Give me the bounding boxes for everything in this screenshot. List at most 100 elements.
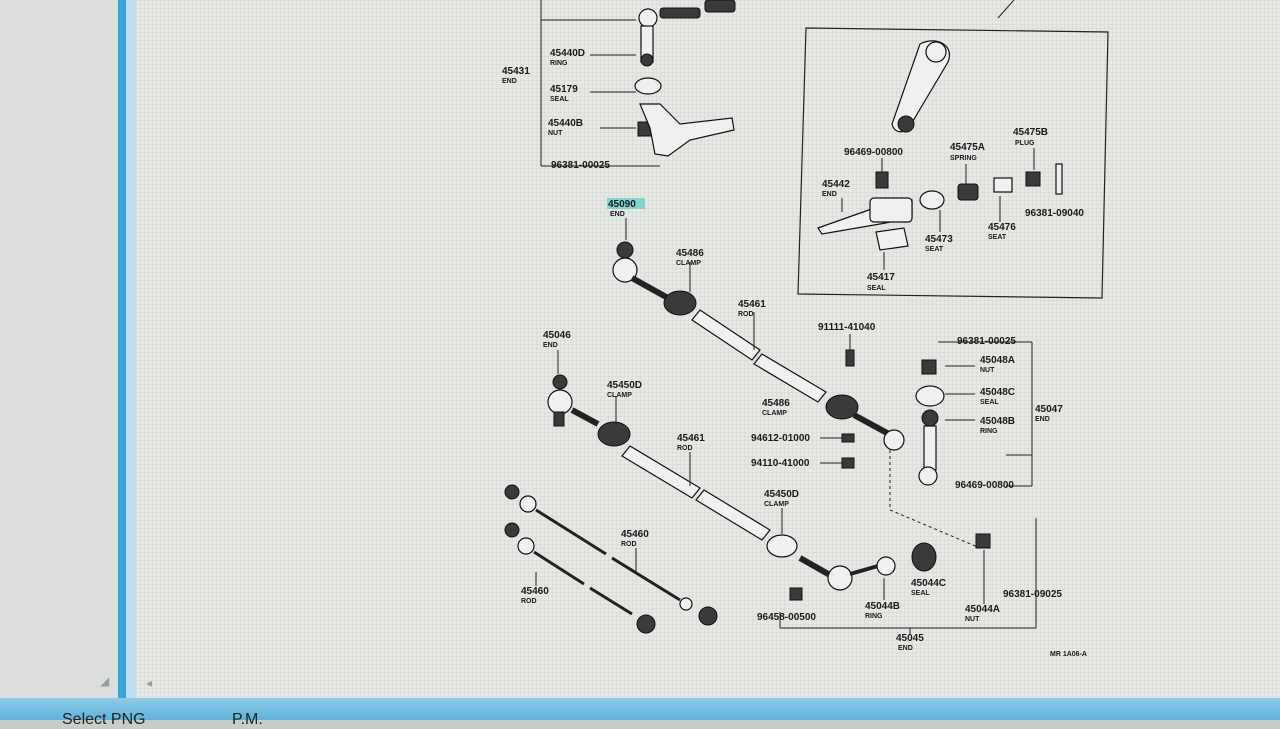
svg-text:45486: 45486: [676, 248, 704, 259]
svg-text:45450D: 45450D: [764, 489, 799, 500]
seat-45473: [919, 190, 945, 210]
svg-text:45475A: 45475A: [950, 142, 985, 153]
ring-45044B: [876, 556, 896, 576]
svg-text:45473: 45473: [925, 234, 953, 245]
cotter-inset: [875, 171, 889, 189]
svg-text:91111-41040: 91111-41040: [818, 322, 876, 333]
rod-end-part: [659, 7, 701, 19]
scroll-down-arrow-icon[interactable]: ◢: [100, 674, 110, 688]
svg-text:96381-09040: 96381-09040: [1025, 208, 1084, 219]
rod-upper-a: [691, 309, 761, 361]
panel-divider[interactable]: [118, 0, 126, 700]
label-94110-41000: 94110-41000: [751, 458, 810, 469]
svg-text:94612-01000: 94612-01000: [751, 433, 810, 444]
svg-text:45179: 45179: [550, 84, 578, 95]
panel-divider-inner: [126, 0, 136, 700]
svg-text:96381-00025: 96381-00025: [957, 336, 1016, 347]
svg-text:ROD: ROD: [677, 445, 693, 452]
svg-text:END: END: [543, 342, 558, 349]
rod-upper-b: [753, 353, 827, 403]
svg-text:45045: 45045: [896, 633, 924, 644]
svg-text:END: END: [502, 78, 517, 85]
nut-45048A: [921, 359, 937, 375]
idler-arm-part: [639, 103, 735, 157]
svg-text:45461: 45461: [677, 433, 705, 444]
svg-text:CLAMP: CLAMP: [607, 392, 632, 399]
svg-text:END: END: [822, 191, 837, 198]
svg-text:45046: 45046: [543, 330, 571, 341]
svg-text:96469-00800: 96469-00800: [955, 480, 1014, 491]
cotter-part: [789, 587, 803, 601]
nut-45044A: [975, 533, 991, 549]
ball-joint-part: [638, 8, 658, 28]
svg-text:45440D: 45440D: [550, 48, 585, 59]
svg-text:96381-09025: 96381-09025: [1003, 589, 1062, 600]
svg-text:45460: 45460: [621, 529, 649, 540]
boot-part: [704, 0, 736, 13]
nut-part-mid: [841, 457, 855, 469]
svg-text:RING: RING: [550, 60, 568, 67]
svg-text:RING: RING: [865, 613, 883, 620]
label-96381-09025: 96381-09025: [1003, 589, 1062, 600]
svg-text:45417: 45417: [867, 272, 895, 283]
svg-text:45461: 45461: [738, 299, 766, 310]
lower-tie-rods: [504, 484, 718, 634]
diagram-code: MR 1A06-A: [1050, 651, 1087, 658]
left-panel: [0, 0, 120, 700]
svg-text:45450D: 45450D: [607, 380, 642, 391]
label-96381-09040: 96381-09040: [1025, 208, 1084, 219]
svg-text:CLAMP: CLAMP: [762, 410, 787, 417]
end-45047-ball: [918, 466, 938, 486]
ring-45048B: [921, 409, 939, 427]
pitman-arm-ball: [897, 115, 915, 133]
end-45442-body: [869, 197, 913, 223]
svg-text:END: END: [1035, 416, 1050, 423]
inset-box: [797, 27, 1109, 299]
clamp-upper-right: [825, 394, 859, 420]
label-94612-01000: 94612-01000: [751, 433, 810, 444]
svg-text:SPRING: SPRING: [950, 155, 977, 162]
rod-mid-b: [695, 489, 771, 541]
grease-fitting: [1055, 163, 1063, 195]
drag-link: [547, 374, 991, 591]
seal-45048C: [915, 385, 945, 407]
svg-text:END: END: [610, 211, 625, 218]
svg-text:45044C: 45044C: [911, 578, 946, 589]
scroll-left-arrow-icon[interactable]: ◂: [146, 676, 153, 690]
svg-text:96458-00500: 96458-00500: [757, 612, 816, 623]
clamp-upper: [663, 290, 697, 316]
clamp-mid-right: [766, 534, 798, 558]
bolt-part: [845, 349, 855, 367]
drag-link-end-ball: [827, 565, 853, 591]
seat-45476: [993, 177, 1013, 193]
label-91111-41040: 91111-41040: [818, 322, 876, 333]
svg-text:SEAL: SEAL: [867, 285, 886, 292]
ring-part: [640, 53, 654, 67]
svg-text:45476: 45476: [988, 222, 1016, 233]
highlight-box: [607, 198, 645, 209]
svg-text:RING: RING: [980, 428, 998, 435]
rod-end-ball: [883, 429, 905, 451]
status-text[interactable]: Select PNG: [62, 711, 146, 728]
diagram-viewer[interactable]: [136, 0, 1280, 698]
status-text-secondary: P.M.: [232, 711, 263, 728]
pitman-arm-boss: [925, 41, 947, 63]
